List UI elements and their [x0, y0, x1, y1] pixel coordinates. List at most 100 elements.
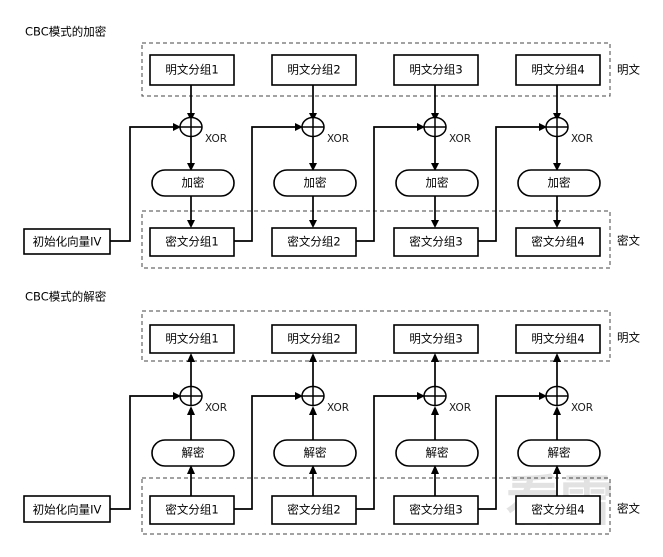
decryption-ciphertext-text-1: 密文分组1 [165, 503, 218, 517]
decryption-ciphertext-group-box [141, 477, 611, 535]
encryption-cipher-op-text-3: 加密 [426, 176, 449, 190]
decryption-feedback-c2-xor3 [356, 395, 418, 510]
encryption-section: CBC模式的加密 明文 密文 初始化向量IV 明文分组1 XOR 加密 [23, 25, 640, 269]
encryption-xor-label-1: XOR [205, 133, 227, 145]
decryption-arrowhead-c3-xor4 [539, 392, 547, 400]
encryption-xor-label-2: XOR [327, 133, 349, 145]
decryption-arrow-xor3-p3 [431, 353, 439, 362]
encryption-arrow-xor1-enc1 [187, 163, 195, 171]
encryption-ciphertext-box-1 [149, 227, 235, 257]
encryption-arrow-enc1-c1 [187, 220, 195, 228]
encryption-xor-label-3: XOR [449, 133, 471, 145]
decryption-cipher-op-1 [151, 439, 235, 467]
decryption-arrowhead-iv-xor1 [173, 392, 181, 400]
encryption-cipher-op-3 [395, 169, 479, 197]
encryption-ciphertext-box-4 [515, 227, 601, 257]
decryption-ciphertext-box-2 [271, 495, 357, 525]
decryption-arrow-xor2-p2 [309, 353, 317, 362]
decryption-xor-label-1: XOR [205, 402, 227, 414]
decryption-cipher-op-text-1: 解密 [182, 446, 205, 460]
encryption-ciphertext-box-2 [271, 227, 357, 257]
encryption-xor-cross-3 [424, 117, 446, 137]
decryption-arrow-xor1-p1 [187, 353, 195, 362]
encryption-arrow-enc3-c3 [431, 220, 439, 228]
encryption-iv-label: 初始化向量IV [33, 235, 102, 249]
decryption-xor-cross-3 [424, 386, 446, 406]
decryption-xor-label-3: XOR [449, 402, 471, 414]
encryption-plaintext-text-3: 明文分组3 [409, 63, 462, 77]
encryption-feedback-c2-xor3 [356, 126, 418, 242]
decryption-xor-cross-1 [180, 386, 202, 406]
decryption-feedback-c1-xor2 [234, 395, 296, 510]
decryption-title: CBC模式的解密 [25, 290, 106, 304]
decryption-ciphertext-box-1 [149, 495, 235, 525]
encryption-iv-box [23, 228, 111, 255]
encryption-feedback-c3-xor4 [478, 126, 540, 242]
decryption-feedback-c3-xor4 [478, 395, 540, 510]
encryption-feedback-c1-xor2 [234, 126, 296, 242]
decryption-arrow-dec4-xor4 [553, 406, 561, 415]
encryption-cipher-op-1 [151, 169, 235, 197]
decryption-cipher-op-2 [273, 439, 357, 467]
decryption-plaintext-box-3 [393, 324, 479, 354]
encryption-arrow-enc2-c2 [309, 220, 317, 228]
encryption-arrow-enc4-c4 [553, 220, 561, 228]
encryption-title: CBC模式的加密 [25, 25, 106, 39]
decryption-arrow-c2-dec2 [309, 465, 317, 474]
encryption-ciphertext-text-3: 密文分组3 [409, 235, 462, 249]
encryption-plaintext-box-2 [271, 54, 357, 86]
encryption-plaintext-box-4 [515, 54, 601, 86]
encryption-cipher-op-text-1: 加密 [182, 176, 205, 190]
encryption-arrow-xor4-enc4 [553, 163, 561, 171]
decryption-section: CBC模式的解密 明文 密文 初始化向量IV 明文分组1 XOR 解密 [23, 290, 640, 535]
encryption-arrowhead-iv-xor1 [173, 123, 181, 131]
encryption-plaintext-text-2: 明文分组2 [287, 63, 340, 77]
encryption-ciphertext-text-4: 密文分组4 [531, 235, 584, 249]
encryption-ciphertext-group-box [141, 210, 611, 269]
decryption-arrow-c4-dec4 [553, 465, 561, 474]
decryption-xor-cross-4 [546, 386, 568, 406]
encryption-arrow-xor2-enc2 [309, 163, 317, 171]
encryption-plaintext-box-3 [393, 54, 479, 86]
decryption-arrow-c1-dec1 [187, 465, 195, 474]
encryption-arrowhead-c1-xor2 [295, 123, 303, 131]
decryption-arrowhead-c2-xor3 [417, 392, 425, 400]
decryption-plaintext-text-2: 明文分组2 [287, 332, 340, 346]
decryption-ciphertext-box-4 [515, 495, 601, 525]
decryption-cipher-op-3 [395, 439, 479, 467]
encryption-xor-cross-2 [302, 117, 324, 137]
decryption-plaintext-box-4 [515, 324, 601, 354]
decryption-ciphertext-label: 密文 [617, 502, 640, 516]
decryption-arrow-dec3-xor3 [431, 406, 439, 415]
decryption-plaintext-label: 明文 [617, 331, 640, 345]
decryption-cipher-op-text-3: 解密 [426, 446, 449, 460]
decryption-plaintext-text-4: 明文分组4 [531, 332, 584, 346]
encryption-plaintext-group-box [141, 42, 611, 97]
decryption-iv-label: 初始化向量IV [33, 503, 102, 517]
encryption-plaintext-text-1: 明文分组1 [165, 63, 218, 77]
encryption-plaintext-box-1 [149, 54, 235, 86]
decryption-feedback-iv-xor1 [110, 395, 174, 510]
encryption-arrowhead-c3-xor4 [539, 123, 547, 131]
decryption-arrowhead-c1-xor2 [295, 392, 303, 400]
decryption-xor-label-4: XOR [571, 402, 593, 414]
decryption-arrow-xor4-p4 [553, 353, 561, 362]
encryption-arrow-xor3-enc3 [431, 163, 439, 171]
decryption-ciphertext-box-3 [393, 495, 479, 525]
encryption-ciphertext-text-2: 密文分组2 [287, 235, 340, 249]
encryption-cipher-op-text-4: 加密 [548, 176, 571, 190]
decryption-arrow-c3-dec3 [431, 465, 439, 474]
encryption-plaintext-text-4: 明文分组4 [531, 63, 584, 77]
encryption-xor-label-4: XOR [571, 133, 593, 145]
decryption-cipher-op-4 [517, 439, 601, 467]
decryption-plaintext-box-1 [149, 324, 235, 354]
decryption-xor-cross-2 [302, 386, 324, 406]
encryption-feedback-iv-xor1 [110, 126, 174, 242]
decryption-plaintext-text-1: 明文分组1 [165, 332, 218, 346]
decryption-ciphertext-text-2: 密文分组2 [287, 503, 340, 517]
decryption-arrow-dec2-xor2 [309, 406, 317, 415]
encryption-cipher-op-4 [517, 169, 601, 197]
decryption-ciphertext-text-4: 密文分组4 [531, 503, 584, 517]
encryption-cipher-op-text-2: 加密 [304, 176, 327, 190]
